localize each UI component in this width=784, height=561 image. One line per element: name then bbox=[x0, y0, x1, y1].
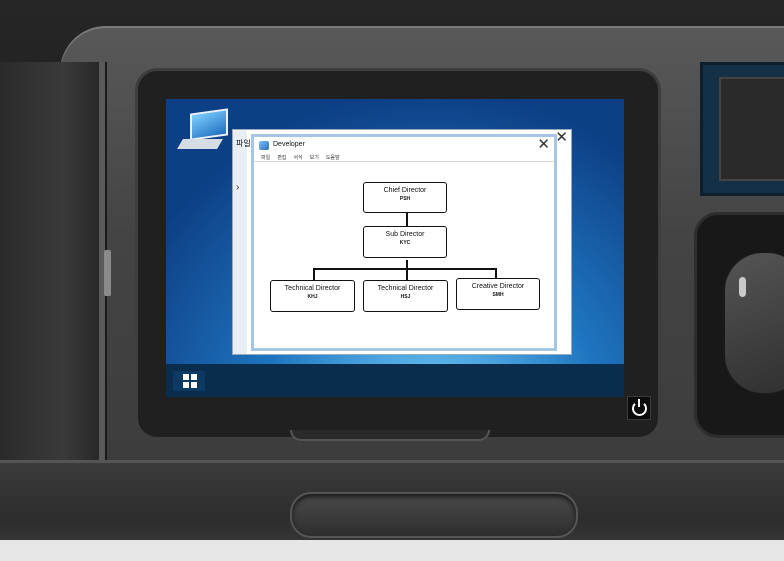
mouse-icon[interactable] bbox=[723, 251, 784, 395]
computer-icon-keyboard bbox=[177, 139, 223, 149]
taskbar bbox=[166, 364, 624, 397]
menu-edit[interactable]: 편집 bbox=[277, 155, 287, 161]
org-node-leaf[interactable]: Technical Director KHJ bbox=[270, 280, 355, 312]
org-node-sub[interactable]: Sub Director KYC bbox=[363, 226, 447, 258]
power-icon-stem bbox=[638, 399, 640, 407]
menu-file[interactable]: 파일 bbox=[261, 155, 271, 161]
node-role: Technical Director bbox=[284, 285, 341, 292]
expand-chevron-icon[interactable]: › bbox=[236, 182, 240, 193]
org-node-leaf[interactable]: Technical Director HSJ bbox=[363, 280, 448, 312]
node-role: Sub Director bbox=[385, 231, 425, 238]
node-role: Chief Director bbox=[383, 187, 427, 194]
power-button[interactable] bbox=[627, 396, 651, 420]
menu-format[interactable]: 서식 bbox=[293, 155, 303, 161]
floor bbox=[0, 540, 784, 561]
app-icon bbox=[259, 141, 269, 150]
window-title: Developer bbox=[273, 141, 305, 148]
mouse-tray bbox=[694, 212, 784, 438]
node-role: Creative Director bbox=[471, 283, 525, 290]
explorer-title: 파일 bbox=[236, 139, 251, 148]
drawer-handle[interactable] bbox=[290, 492, 578, 538]
connector-chief-sub bbox=[406, 212, 408, 228]
node-initials: KYC bbox=[399, 240, 411, 246]
node-initials: KHJ bbox=[307, 294, 318, 300]
org-chart: Chief Director PSH Sub Director KYC Tech… bbox=[257, 164, 551, 344]
explorer-close-icon[interactable]: ✕ bbox=[555, 129, 568, 146]
desktop-screen[interactable]: 파일 › ✕ Developer ✕ 파일 편집 서식 보기 도움말 bbox=[166, 99, 624, 397]
power-icon bbox=[632, 401, 647, 416]
node-initials: HSJ bbox=[400, 294, 411, 300]
connector-horizontal bbox=[313, 268, 497, 270]
node-initials: PSH bbox=[399, 196, 411, 202]
mouse-wheel bbox=[739, 277, 746, 297]
org-node-chief[interactable]: Chief Director PSH bbox=[363, 182, 447, 213]
org-node-leaf[interactable]: Creative Director SMH bbox=[456, 278, 540, 310]
side-panel-edge bbox=[99, 62, 105, 532]
left-side-panel bbox=[0, 62, 107, 532]
connector-leaf-3 bbox=[495, 268, 497, 280]
computer-icon[interactable] bbox=[177, 108, 228, 153]
developer-window[interactable]: Developer ✕ 파일 편집 서식 보기 도움말 Chief Direct… bbox=[251, 134, 557, 351]
connector-leaf-1 bbox=[313, 268, 315, 280]
monitor-stand bbox=[290, 430, 490, 441]
windows-logo-icon bbox=[183, 374, 197, 388]
node-initials: SMH bbox=[492, 292, 504, 298]
close-icon[interactable]: ✕ bbox=[537, 136, 550, 153]
computer-icon-screen bbox=[190, 108, 228, 141]
side-latch[interactable] bbox=[104, 250, 111, 296]
right-compartment[interactable] bbox=[700, 62, 784, 196]
connector-leaf-2 bbox=[406, 268, 408, 280]
compartment-inner bbox=[719, 77, 784, 181]
window-titlebar[interactable]: Developer ✕ bbox=[254, 137, 554, 154]
explorer-sidebar bbox=[233, 130, 247, 354]
menu-view[interactable]: 보기 bbox=[309, 155, 319, 161]
node-role: Technical Director bbox=[377, 285, 434, 292]
menu-bar: 파일 편집 서식 보기 도움말 bbox=[254, 154, 554, 162]
connector-sub-down bbox=[406, 260, 408, 269]
menu-help[interactable]: 도움말 bbox=[325, 155, 340, 161]
start-button[interactable] bbox=[173, 371, 205, 391]
